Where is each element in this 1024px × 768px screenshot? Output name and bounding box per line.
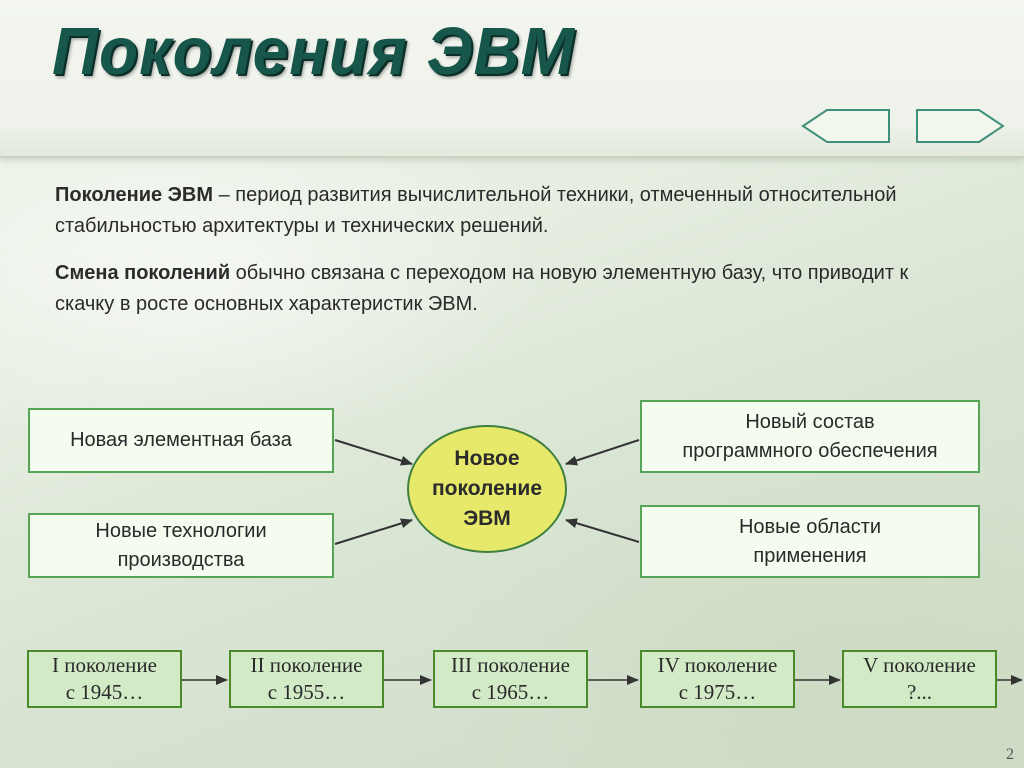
generation-3: III поколение с 1965… (433, 650, 588, 708)
generation-name: IV поколение (657, 653, 778, 677)
generation-year: с 1955… (267, 680, 346, 704)
center-line: Новое (454, 447, 520, 470)
box-new-software: Новый состав программного обеспечения (640, 400, 980, 473)
arrow-areas (565, 518, 640, 543)
generation-name: III поколение (451, 653, 570, 677)
generation-year: с 1965… (471, 680, 550, 704)
box-new-technologies: Новые технологии производства (28, 513, 334, 578)
generation-1: I поколение с 1945… (27, 650, 182, 708)
box-line: Новые технологии (95, 519, 267, 542)
generation-year: с 1975… (678, 680, 757, 704)
generation-name: II поколение (250, 653, 363, 677)
page-number: 2 (1006, 746, 1014, 763)
definition-text: – период развития вычислительной техники… (55, 184, 897, 237)
box-new-application-areas: Новые области применения (640, 505, 980, 578)
box-line: применения (753, 544, 867, 567)
definition-text: обычно связана с переходом на новую элем… (55, 262, 909, 315)
next-slide-button[interactable] (914, 108, 1006, 144)
generation-year: с 1945… (65, 680, 144, 704)
definition-generation: Поколение ЭВМ – период развития вычислит… (55, 180, 965, 242)
center-line: ЭВМ (463, 507, 511, 530)
box-line: программного обеспечения (682, 439, 938, 462)
box-line: производства (117, 548, 245, 571)
definition-term: Поколение ЭВМ (55, 184, 214, 206)
box-line: Новый состав (745, 410, 875, 433)
page-title: Поколения ЭВМ (52, 13, 575, 89)
generation-4: IV поколение с 1975… (640, 650, 795, 708)
arrow-right-icon (916, 109, 1005, 143)
box-line: Новая элементная база (70, 429, 292, 451)
generation-2: II поколение с 1955… (229, 650, 384, 708)
center-new-generation: Новое поколение ЭВМ (407, 425, 567, 553)
generation-5: V поколение ?... (842, 650, 997, 708)
arrow-element-base (334, 439, 413, 466)
center-line: поколение (431, 477, 543, 500)
box-line: Новые области (738, 515, 882, 538)
arrow-software (565, 439, 640, 466)
generation-name: V поколение (863, 653, 976, 677)
arrow-left-icon (801, 109, 890, 143)
previous-slide-button[interactable] (800, 108, 892, 144)
generation-year: ?... (906, 680, 933, 704)
definition-term: Смена поколений (55, 262, 231, 284)
box-new-element-base: Новая элементная база (28, 408, 334, 473)
arrow-technologies (334, 518, 413, 545)
definition-change: Смена поколений обычно связана с переход… (55, 258, 965, 320)
generation-name: I поколение (52, 653, 157, 677)
